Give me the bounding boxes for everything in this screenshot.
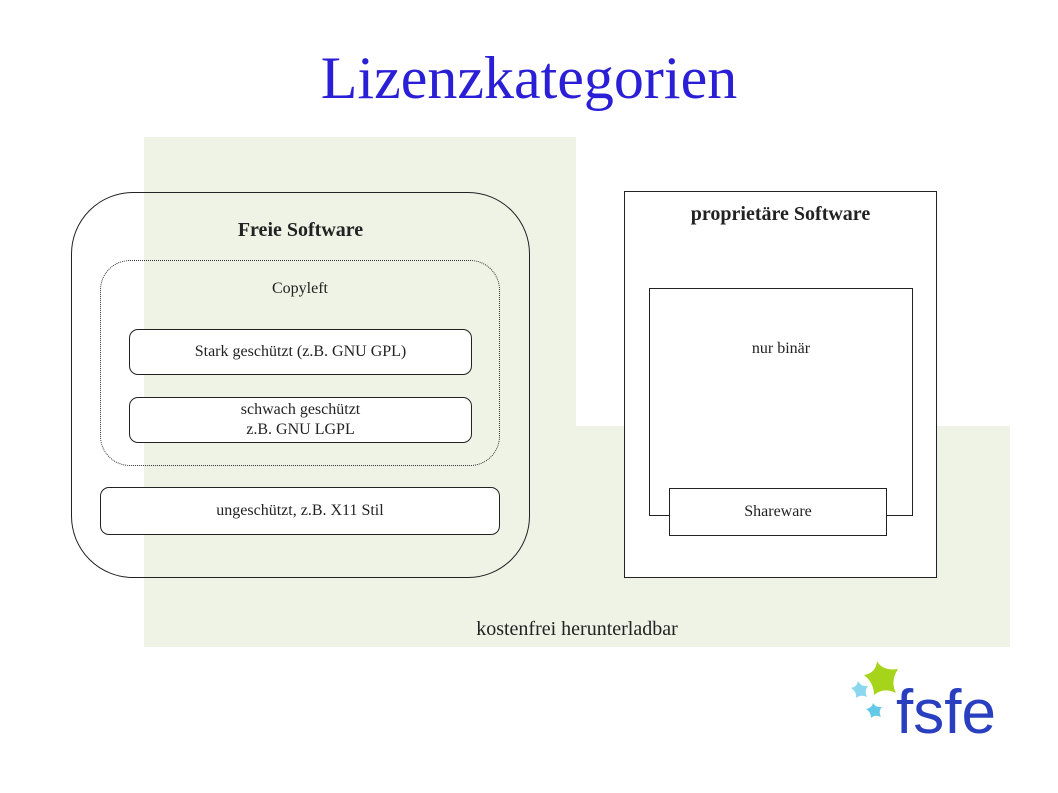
binary-only-box bbox=[649, 288, 913, 516]
fsfe-logo: fsfe bbox=[846, 655, 1016, 750]
unprotected-box: ungeschützt, z.B. X11 Stil bbox=[100, 487, 500, 535]
copyleft-box bbox=[100, 260, 500, 466]
strong-copyleft-box: Stark geschützt (z.B. GNU GPL) bbox=[129, 329, 472, 375]
shareware-label: Shareware bbox=[744, 503, 812, 520]
free-download-label: kostenfrei herunterladbar bbox=[476, 617, 678, 640]
unprotected-label: ungeschützt, z.B. X11 Stil bbox=[216, 502, 384, 519]
weak-copyleft-label-line2: z.B. GNU LGPL bbox=[246, 421, 355, 438]
binary-only-label: nur binär bbox=[751, 340, 811, 357]
free-download-region-top bbox=[144, 137, 576, 427]
weak-copyleft-label-line1: schwach geschützt bbox=[240, 401, 361, 418]
copyleft-label: Copyleft bbox=[272, 280, 328, 297]
shareware-box: Shareware bbox=[669, 488, 887, 536]
proprietary-software-label: proprietäre Software bbox=[690, 202, 871, 225]
weak-copyleft-box: schwach geschützt z.B. GNU LGPL bbox=[129, 397, 472, 443]
page-title: Lizenzkategorien bbox=[320, 45, 738, 111]
free-software-box bbox=[71, 192, 530, 578]
fsfe-logo-text: fsfe bbox=[896, 678, 996, 747]
free-software-label: Freie Software bbox=[237, 218, 364, 241]
fsfe-star-logo-icon: fsfe bbox=[851, 661, 996, 747]
strong-copyleft-label: Stark geschützt (z.B. GNU GPL) bbox=[194, 343, 407, 360]
